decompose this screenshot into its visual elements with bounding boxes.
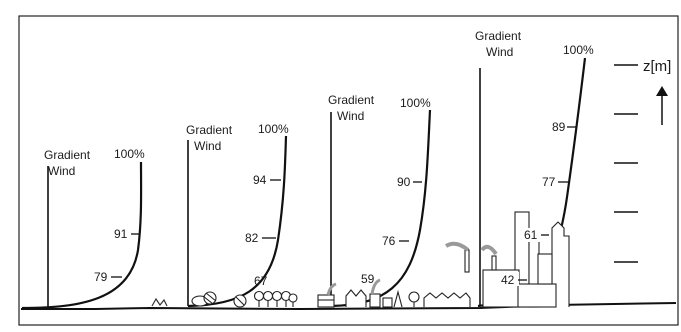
gradient-label-line1: Gradient: [328, 93, 375, 107]
gradient-label-line2: Wind: [194, 139, 221, 153]
gradient-label-line1: Gradient: [186, 123, 233, 137]
gradient-label-line1: Gradient: [44, 148, 91, 162]
up-arrowhead-icon: [656, 86, 668, 96]
wind-profile-curve: [187, 135, 288, 308]
wind-profile-curve: [330, 109, 432, 308]
percent-label: 100%: [563, 43, 594, 57]
height-axis-label: z[m]: [643, 58, 671, 75]
speed-label: 42: [501, 273, 515, 287]
speed-label: 76: [382, 234, 396, 248]
speed-label: 61: [524, 228, 538, 242]
wind-profile-curve: [21, 161, 143, 310]
figure-frame: [18, 15, 679, 326]
profile-city-terrain: Gradient Wind 100% 89 77 61 42: [444, 29, 594, 308]
speed-label: 89: [552, 120, 566, 134]
gradient-label-line2: Wind: [486, 45, 513, 59]
speed-label: 67: [254, 274, 268, 288]
village-buildings-icon: [317, 278, 471, 308]
city-buildings-icon: [444, 211, 570, 308]
tree-cluster-icon: [191, 290, 298, 308]
profile-open-terrain: Gradient Wind 100% 91 79: [21, 147, 168, 310]
profile-wooded-terrain: Gradient Wind 100% 94 82 67: [186, 122, 298, 308]
shrub-icon: [151, 297, 168, 307]
speed-label: 94: [253, 173, 267, 187]
profile-suburban-terrain: Gradient Wind 100% 90 76 59: [317, 93, 471, 308]
speed-label: 79: [94, 270, 108, 284]
speed-label: 59: [361, 272, 375, 286]
gradient-label-line1: Gradient: [475, 29, 522, 43]
speed-label: 91: [114, 227, 128, 241]
gradient-label-line2: Wind: [337, 109, 364, 123]
label-backdrop: [499, 272, 519, 286]
percent-label: 100%: [114, 147, 145, 161]
speed-label: 77: [542, 175, 556, 189]
label-backdrop: [522, 228, 542, 242]
percent-label: 100%: [400, 96, 431, 110]
percent-label: 100%: [258, 122, 289, 136]
gradient-label-line2: Wind: [48, 164, 75, 178]
height-axis: z[m]: [614, 58, 671, 263]
speed-label: 90: [397, 175, 411, 189]
speed-label: 82: [245, 231, 259, 245]
